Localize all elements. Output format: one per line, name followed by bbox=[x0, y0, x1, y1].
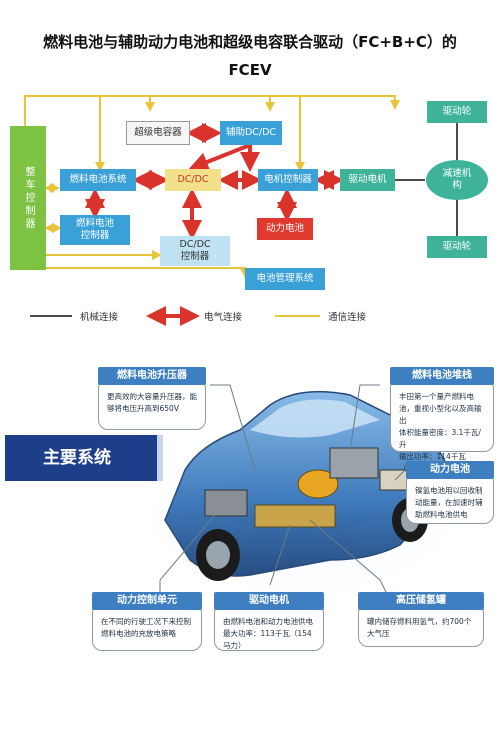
aux-dcdc: 辅助DC/DC bbox=[220, 121, 282, 145]
callout-text: 更高效的大容量升压器，能够将电压升高到650V bbox=[107, 392, 197, 413]
motor-power: 最大功率：113千瓦（154马力） bbox=[223, 629, 312, 650]
connection-lines bbox=[24, 95, 458, 326]
battery-management-system: 电池管理系统 bbox=[245, 268, 325, 290]
callout-hydrogen-tank: 高压储氢罐 罐内储存燃料用氢气，约700个大气压 bbox=[358, 592, 484, 647]
callout-text: 在不同的行驶工况下来控制燃料电池的充放电策略 bbox=[101, 617, 191, 638]
power-battery: 动力电池 bbox=[257, 218, 313, 240]
title-line-1: 燃料电池与辅助动力电池和超级电容联合驱动（FC+B+C）的 bbox=[43, 33, 457, 51]
pcu-component bbox=[204, 489, 248, 517]
callout-text: 罐内储存燃料用氢气，约700个大气压 bbox=[367, 617, 472, 638]
legend-electrical: 电气连接 bbox=[204, 312, 243, 323]
stack-density: 体积能量密度：3.1千瓦/升 bbox=[399, 428, 481, 449]
callout-title: 高压储氢罐 bbox=[358, 592, 484, 610]
callout-drive-motor: 驱动电机 由燃料电池和动力电池供电 最大功率：113千瓦（154马力） bbox=[214, 592, 324, 652]
dcdc-controller: DC/DC控制器 bbox=[160, 236, 230, 266]
drive-motor: 驱动电机 bbox=[340, 169, 395, 191]
callout-fc-boost-converter: 燃料电池升压器 更高效的大容量升压器，能够将电压升高到650V bbox=[98, 367, 206, 430]
callout-text: 镍氢电池用以回收制动能量，在加速时辅助燃料电池供电 bbox=[415, 486, 483, 519]
supercapacitor: 超级电容器 bbox=[126, 121, 190, 145]
drive-wheel-top: 驱动轮 bbox=[427, 101, 487, 123]
fuel-cell-system: 燃料电池系统 bbox=[60, 169, 136, 191]
callout-title: 燃料电池堆栈 bbox=[390, 367, 494, 385]
callout-title: 燃料电池升压器 bbox=[98, 367, 206, 385]
fuel-cell-controller: 燃料电池控制器 bbox=[60, 215, 130, 245]
vehicle-controller: 整车控制器 bbox=[10, 126, 46, 270]
legend-mechanical: 机械连接 bbox=[80, 312, 119, 323]
callout-title: 动力电池 bbox=[406, 461, 494, 479]
reducer: 减速机构 bbox=[426, 160, 488, 200]
motor-controller: 电机控制器 bbox=[258, 169, 318, 191]
drive-wheel-bottom: 驱动轮 bbox=[427, 236, 487, 258]
callout-power-control-unit: 动力控制单元 在不同的行驶工况下来控制燃料电池的充放电策略 bbox=[92, 592, 202, 651]
callout-title: 驱动电机 bbox=[214, 592, 324, 610]
callout-power-battery: 动力电池 镍氢电池用以回收制动能量，在加速时辅助燃料电池供电 bbox=[406, 461, 494, 524]
callout-fc-stack: 燃料电池堆栈 丰田第一个量产燃料电池，重视小型化以及高输出 体积能量密度：3.1… bbox=[390, 367, 494, 473]
main-systems-banner: 主要系统 bbox=[5, 435, 163, 481]
title-line-2: FCEV bbox=[228, 61, 272, 79]
dcdc-main: DC/DC bbox=[165, 169, 221, 191]
callout-title: 动力控制单元 bbox=[92, 592, 202, 610]
motor-desc: 由燃料电池和动力电池供电 bbox=[223, 617, 313, 626]
callout-text: 由燃料电池和动力电池供电 最大功率：113千瓦（154马力） bbox=[223, 616, 317, 652]
legend-communication: 通信连接 bbox=[328, 312, 367, 323]
stack-desc: 丰田第一个量产燃料电池，重视小型化以及高输出 bbox=[399, 392, 482, 425]
